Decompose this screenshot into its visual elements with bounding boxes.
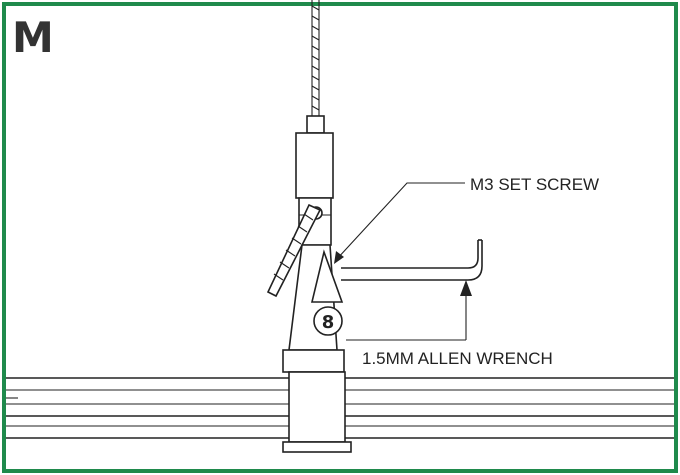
set-screw-leader — [334, 182, 465, 264]
steel-cable — [311, 0, 320, 116]
set-screw-arrowhead — [334, 251, 344, 264]
step-badge: 8 — [313, 306, 343, 336]
swivel-body — [282, 244, 352, 453]
allen-wrench-arrowhead — [460, 280, 472, 296]
callout-set-screw: M3 SET SCREW — [470, 175, 599, 194]
badge-number: 8 — [322, 312, 335, 333]
step-letter: M — [12, 13, 54, 62]
callout-allen-wrench: 1.5MM ALLEN WRENCH — [362, 349, 553, 368]
allen-wrench — [341, 239, 483, 281]
callout-bg — [356, 342, 582, 370]
rail-track — [6, 377, 674, 439]
tension-rod — [266, 203, 322, 298]
allen-wrench-leader — [346, 280, 472, 341]
